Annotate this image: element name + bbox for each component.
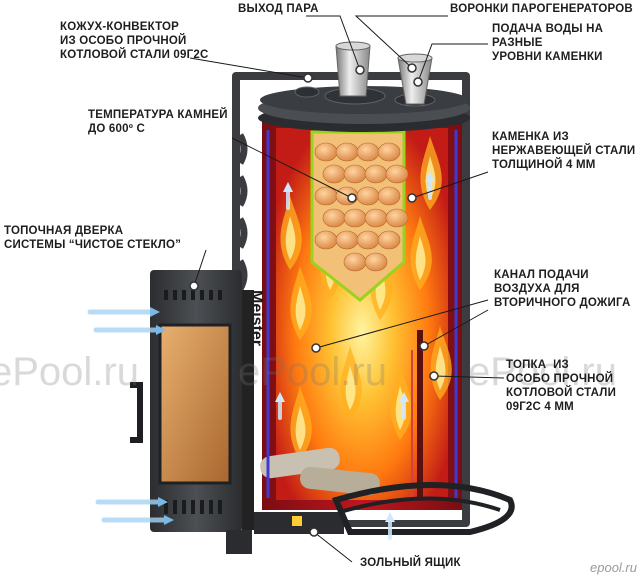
label-water-supply: ПОДАЧА ВОДЫ НА РАЗНЫЕ УРОВНИ КАМЕНКИ [492,23,604,63]
leader-line [417,43,488,83]
firebox-door [130,270,254,532]
label-steam-funnels: ВОРОНКИ ПАРОГЕНЕРАТОРОВ [450,3,633,15]
stone-heater [310,130,409,302]
watermark-center: ePool.ru [238,350,387,394]
leader-line [315,299,489,349]
leader-marker [407,193,417,203]
leader-marker [311,343,321,353]
leader-line [423,309,489,347]
ash-box [254,512,344,534]
leader-line [313,531,353,563]
leader-marker [189,281,199,291]
leader-lines [189,15,505,563]
leader-marker [309,527,319,537]
stones [314,142,409,272]
label-firebox-door: ТОПОЧНАЯ ДВЕРКА СИСТЕМЫ “ЧИСТОЕ СТЕКЛО” [4,225,182,251]
label-heater-stainless: КАМЕНКА ИЗ НЕРЖАВЕЮЩЕЙ СТАЛИ ТОЛЩИНОЙ 4 … [492,131,636,171]
leader-marker [355,65,365,75]
leader-line [193,249,207,287]
leader-line [189,57,309,79]
leader-marker [419,341,429,351]
label-firebox: ТОПКА ИЗ ОСОБО ПРОЧНОЙ КОТЛОВОЙ СТАЛИ 09… [506,359,617,413]
watermark-right: ePool.ru [468,350,617,394]
label-steam-outlet: ВЫХОД ПАРА [238,3,319,15]
label-ash-box: ЗОЛЬНЫЙ ЯЩИК [360,557,461,569]
steam-funnels [335,41,433,105]
label-casing-convector: КОЖУХ-КОНВЕКТОР ИЗ ОСОБО ПРОЧНОЙ КОТЛОВО… [60,21,209,61]
air-arrows [87,172,435,540]
leader-line [231,137,353,199]
base-rail [226,482,515,554]
leader-marker [407,63,417,73]
corner-logo: epool.ru [590,560,637,575]
label-stone-temp: ТЕМПЕРАТУРА КАМНЕЙ ДО 600º С [88,109,228,135]
label-air-channel: КАНАЛ ПОДАЧИ ВОЗДУХА ДЛЯ ВТОРИЧНОГО ДОЖИ… [494,269,631,309]
watermark-left: ePool.ru [0,350,139,394]
leader-marker [303,73,313,83]
leader-marker [347,193,357,203]
leader-line [354,15,448,69]
leader-line [411,171,489,199]
leader-marker [429,371,439,381]
leader-line [433,375,505,379]
leader-line [306,15,361,71]
leader-marker [413,77,423,87]
